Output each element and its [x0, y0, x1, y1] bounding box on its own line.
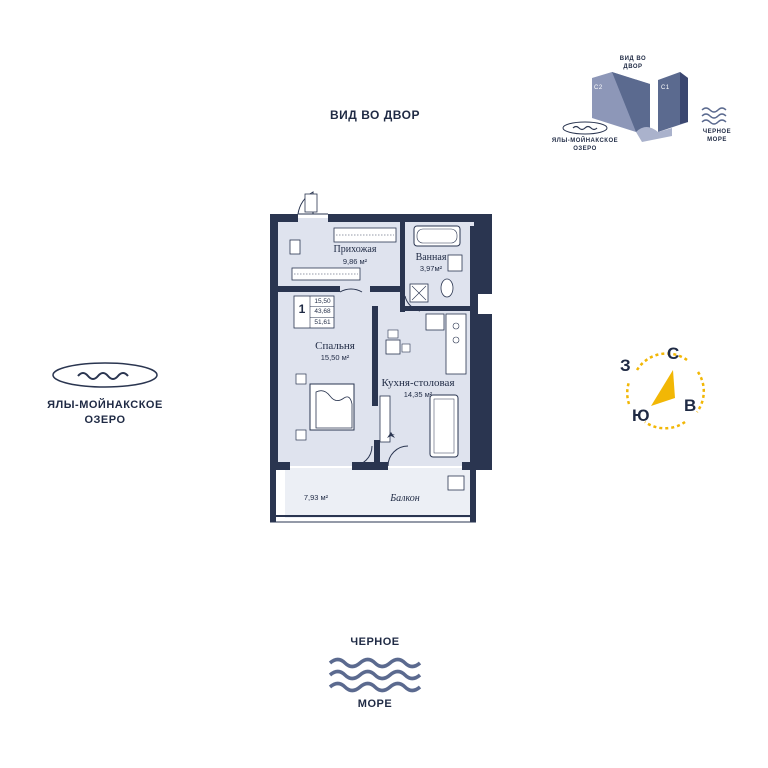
- compass-east: В: [684, 396, 697, 415]
- info-value-1: 15,50: [314, 297, 331, 305]
- kitchen-name: Кухня-столовая: [381, 377, 455, 389]
- balcony-chair: [447, 475, 465, 491]
- minimap-c2: С2: [594, 85, 603, 91]
- balcony-floor: [285, 468, 475, 518]
- sea-label-bottom: МОРЕ: [357, 698, 393, 710]
- sea-symbol: [325, 655, 425, 695]
- toilet-icon: [440, 278, 454, 298]
- hallway-wardrobe: [291, 267, 361, 281]
- info-value-3: 51,61: [314, 318, 331, 326]
- minimap: [540, 50, 740, 160]
- compass: [615, 342, 715, 432]
- plant-icon: [387, 432, 395, 438]
- entrance-door-icon: [297, 191, 328, 215]
- balcony-area: 7,93 м²: [303, 493, 329, 502]
- minimap-c1: С1: [661, 85, 670, 91]
- courtyard-view-label: ВИД ВО ДВОР: [330, 108, 420, 122]
- compass-north: С: [667, 344, 680, 363]
- hallway-name: Прихожая: [333, 244, 377, 255]
- bed-icon: [309, 383, 355, 431]
- kitchen-area: 14,35 м²: [403, 390, 433, 399]
- dining-table: [385, 339, 401, 355]
- lake-wave-icon: [52, 362, 158, 388]
- info-rooms-count: 1: [298, 302, 306, 316]
- sofa-icon: [429, 394, 459, 458]
- compass-south: Ю: [632, 406, 651, 425]
- compass-west: З: [620, 356, 632, 375]
- kitchen-counter: [445, 313, 467, 375]
- bathtub-icon: [413, 225, 461, 247]
- info-value-2: 43,68: [314, 308, 331, 315]
- bathroom-area: 3,97м²: [419, 264, 443, 273]
- sea-label-top: ЧЕРНОЕ: [350, 636, 400, 648]
- bedroom-area: 15,50 м²: [320, 353, 350, 362]
- sea-waves-icon: [328, 657, 422, 693]
- minimap-lake-icon: [562, 121, 608, 135]
- compass-arrow-icon: [651, 370, 675, 406]
- balcony-name: Балкон: [390, 493, 420, 504]
- bathroom-name: Ванная: [415, 252, 447, 263]
- minimap-sea-icon: [701, 107, 727, 125]
- minimap-lake: ЯЛЫ-МОЙНАКСКОЕ ОЗЕРО: [551, 138, 619, 152]
- lake-label: ЯЛЫ-МОЙНАКСКОЕ ОЗЕРО: [47, 399, 163, 426]
- minimap-courtyard: ВИД ВО ДВОР: [619, 56, 647, 70]
- sink-icon: [447, 254, 463, 272]
- bedroom-name: Спальня: [315, 340, 355, 352]
- lake-symbol: [50, 360, 160, 390]
- info-box: [293, 295, 335, 329]
- hallway-area: 9,86 м²: [342, 257, 368, 266]
- minimap-sea: ЧЕРНОЕ МОРЕ: [702, 129, 732, 143]
- hallway-closet: [333, 227, 397, 243]
